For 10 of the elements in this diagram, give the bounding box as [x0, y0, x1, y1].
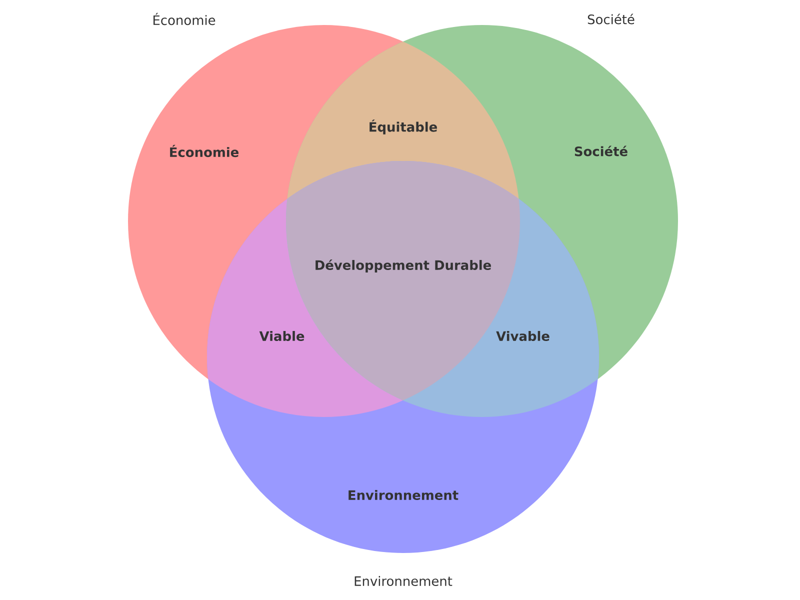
- region-label: Développement Durable: [316, 259, 491, 273]
- region-label: Équitable: [370, 120, 437, 134]
- circle-label: Économie: [170, 144, 239, 158]
- circle-label: Environnement: [348, 490, 458, 500]
- circle-label: Société: [574, 146, 628, 156]
- circle-heading: Environnement: [354, 576, 452, 586]
- region-label: Viable: [259, 330, 304, 341]
- circle-heading: Économie: [154, 12, 216, 26]
- region-label: Vivable: [496, 330, 550, 341]
- circle-heading: Société: [588, 14, 634, 24]
